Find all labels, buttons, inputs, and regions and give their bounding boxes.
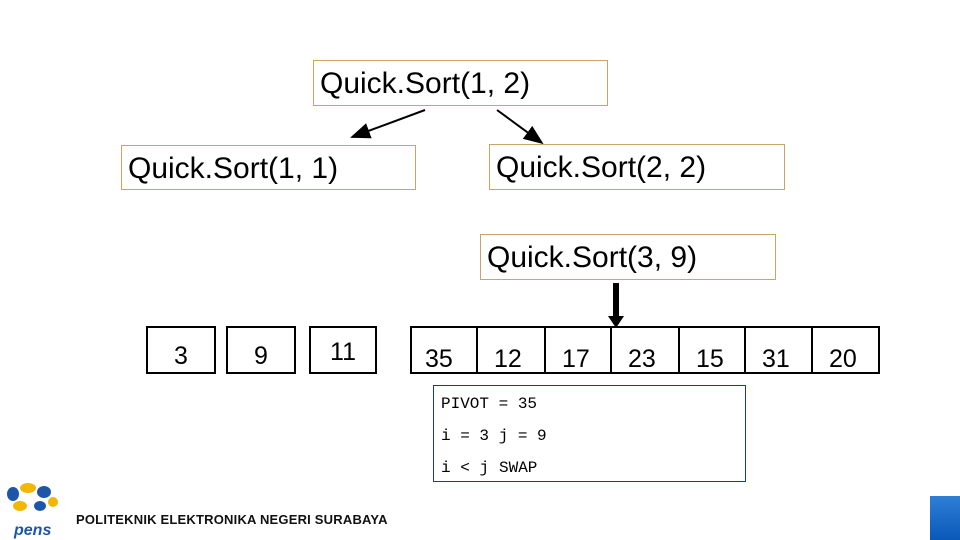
institution-name: POLITEKNIK ELEKTRONIKA NEGERI SURABAYA (76, 512, 388, 527)
call-label-right: Quick.Sort(2, 2) (496, 151, 707, 184)
arrow-to-array-head (608, 316, 624, 328)
array-value: 15 (696, 345, 724, 373)
call-box-left: Quick.Sort(1, 1) (121, 145, 416, 190)
array-value: 35 (425, 345, 453, 373)
call-box-right: Quick.Sort(2, 2) (489, 144, 785, 190)
call-box-current: Quick.Sort(3, 9) (480, 234, 776, 280)
trace-box: PIVOT = 35 i = 3 j = 9 i < j SWAP (433, 385, 746, 482)
pivot-label: PIVOT = 35 (441, 395, 538, 413)
comparison-label: i < j (441, 459, 490, 477)
action-label: SWAP (499, 459, 538, 477)
array-value: 17 (562, 345, 590, 373)
pens-logo: pens (7, 483, 58, 539)
array-value: 31 (762, 345, 790, 373)
indices-label: i = 3 j = 9 (441, 427, 547, 445)
footer-accent (930, 496, 960, 540)
svg-text:pens: pens (13, 522, 51, 539)
call-label-root: Quick.Sort(1, 2) (320, 67, 531, 100)
array-value: 12 (494, 345, 522, 373)
array-strip (410, 326, 880, 374)
arrow-to-right-call (496, 109, 544, 145)
array-value: 23 (628, 345, 656, 373)
call-label-left: Quick.Sort(1, 1) (128, 152, 339, 185)
call-box-root: Quick.Sort(1, 2) (313, 60, 608, 106)
array-cell: 11 (309, 326, 377, 374)
array-cell: 3 (146, 326, 216, 374)
array-cell: 9 (226, 326, 296, 374)
arrow-to-left-call (350, 109, 426, 139)
call-label-current: Quick.Sort(3, 9) (487, 241, 698, 274)
array-value: 20 (829, 345, 857, 373)
footer-bar (62, 496, 930, 540)
